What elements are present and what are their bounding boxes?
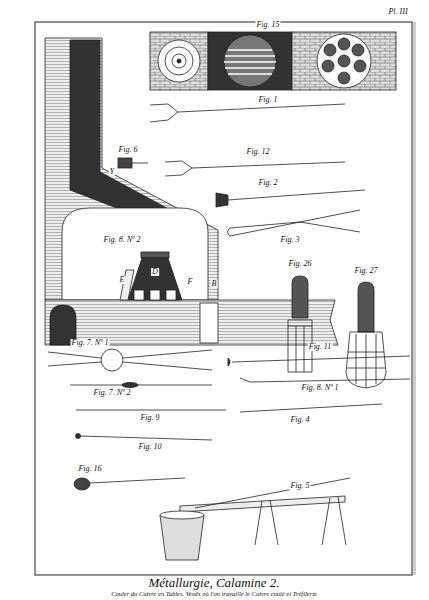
figure-label: B: [211, 280, 218, 288]
figure-label: Fig. 8. Nº 2: [103, 236, 142, 244]
figure-label: Fig. 27: [353, 267, 378, 275]
figure-label: D: [151, 268, 159, 276]
figure-label: Fig. 3: [279, 236, 300, 244]
figure-label: Fig. 7. Nº 1: [71, 339, 110, 347]
plate-title: Métallurgie, Calamine 2.: [148, 576, 281, 589]
figure-label: Fig. 16: [77, 465, 102, 473]
figure-label: E: [119, 276, 126, 284]
figure-label: Fig. 4: [289, 416, 310, 424]
figure-label: Fig. 6: [117, 146, 138, 154]
figure-label: Fig. 10: [137, 443, 162, 451]
figure-label: Fig. 26: [287, 260, 312, 268]
figure-label: Fig. 2: [257, 179, 278, 187]
plate-number: Pl. III: [387, 8, 408, 16]
plate-caption: Couler du Cuivre en Tables. Veuës où l'o…: [110, 591, 318, 598]
figure-label: Fig. 5: [289, 482, 310, 490]
figure-label: Fig. 11: [308, 343, 333, 351]
figure-label: F: [187, 278, 194, 286]
figure-label: Y: [109, 168, 115, 176]
figure-label: Fig. 8. Nº 1: [301, 384, 340, 392]
figure-label: Fig. 12: [245, 148, 270, 156]
figure-label: Fig. 15: [255, 21, 280, 29]
figure-label: Fig. 1: [257, 96, 278, 104]
figure-label: Fig. 7. Nº 2: [93, 389, 132, 397]
figure-label: Fig. 9: [139, 414, 160, 422]
